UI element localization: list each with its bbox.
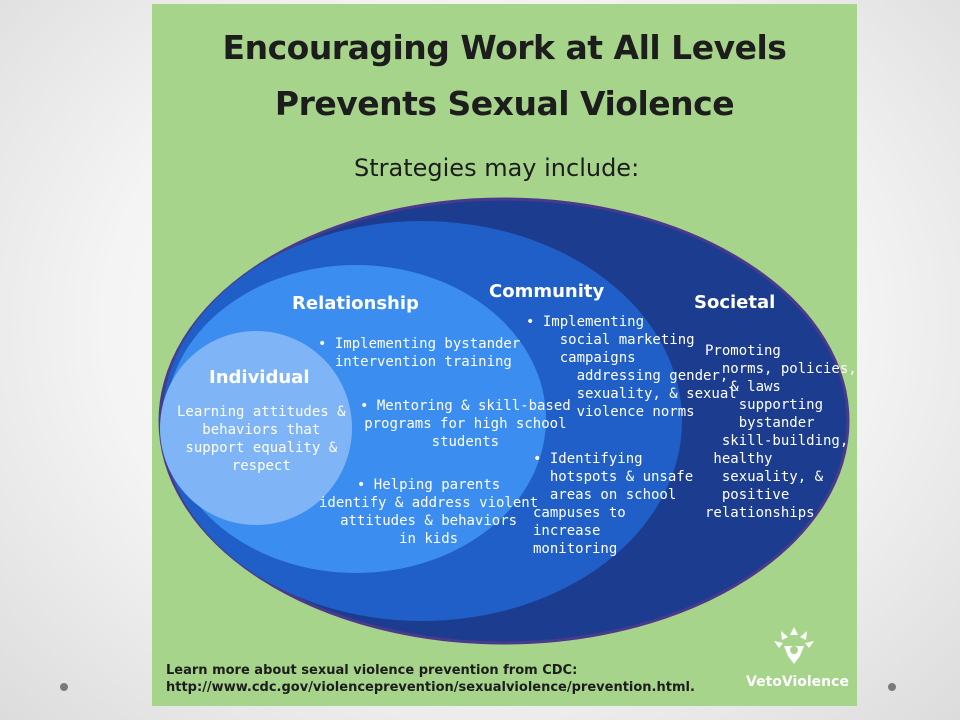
infographic-panel: Encouraging Work at All Levels Prevents …: [152, 4, 857, 706]
relationship-heading: Relationship: [292, 293, 419, 314]
vetoviolence-logo[interactable]: VetoViolence: [746, 626, 849, 690]
footer-line-1: Learn more about sexual violence prevent…: [166, 663, 578, 678]
individual-heading: Individual: [209, 367, 310, 388]
individual-ellipse: [160, 331, 352, 525]
relationship-text-3: • Helping parents identify & address vio…: [319, 477, 539, 547]
vetoviolence-logo-icon: [774, 627, 814, 664]
community-heading: Community: [489, 281, 605, 302]
relationship-text-1: • Implementing bystander intervention tr…: [318, 336, 521, 370]
slide-bullet-dot-right: [888, 683, 896, 691]
subtitle: Strategies may include:: [354, 154, 640, 182]
societal-text: Promoting norms, policies, & laws suppor…: [705, 343, 857, 521]
slide-bullet-dot-left: [60, 683, 68, 691]
relationship-text-2: • Mentoring & skill-based programs for h…: [360, 398, 571, 450]
societal-heading: Societal: [694, 292, 776, 313]
community-text-2: • Identifying hotspots & unsafe areas on…: [533, 451, 694, 557]
footer-note: Learn more about sexual violence prevent…: [166, 662, 695, 696]
footer-link[interactable]: http://www.cdc.gov/violenceprevention/se…: [166, 680, 695, 695]
vetoviolence-logo-text: VetoViolence: [746, 674, 849, 690]
title-line-2: Prevents Sexual Violence: [274, 84, 735, 123]
title-line-1: Encouraging Work at All Levels: [222, 28, 787, 67]
nested-ellipse-diagram: [158, 197, 850, 645]
community-text-1: • Implementing social marketing campaign…: [526, 314, 737, 420]
individual-text: Learning attitudes & behaviors that supp…: [177, 404, 346, 474]
